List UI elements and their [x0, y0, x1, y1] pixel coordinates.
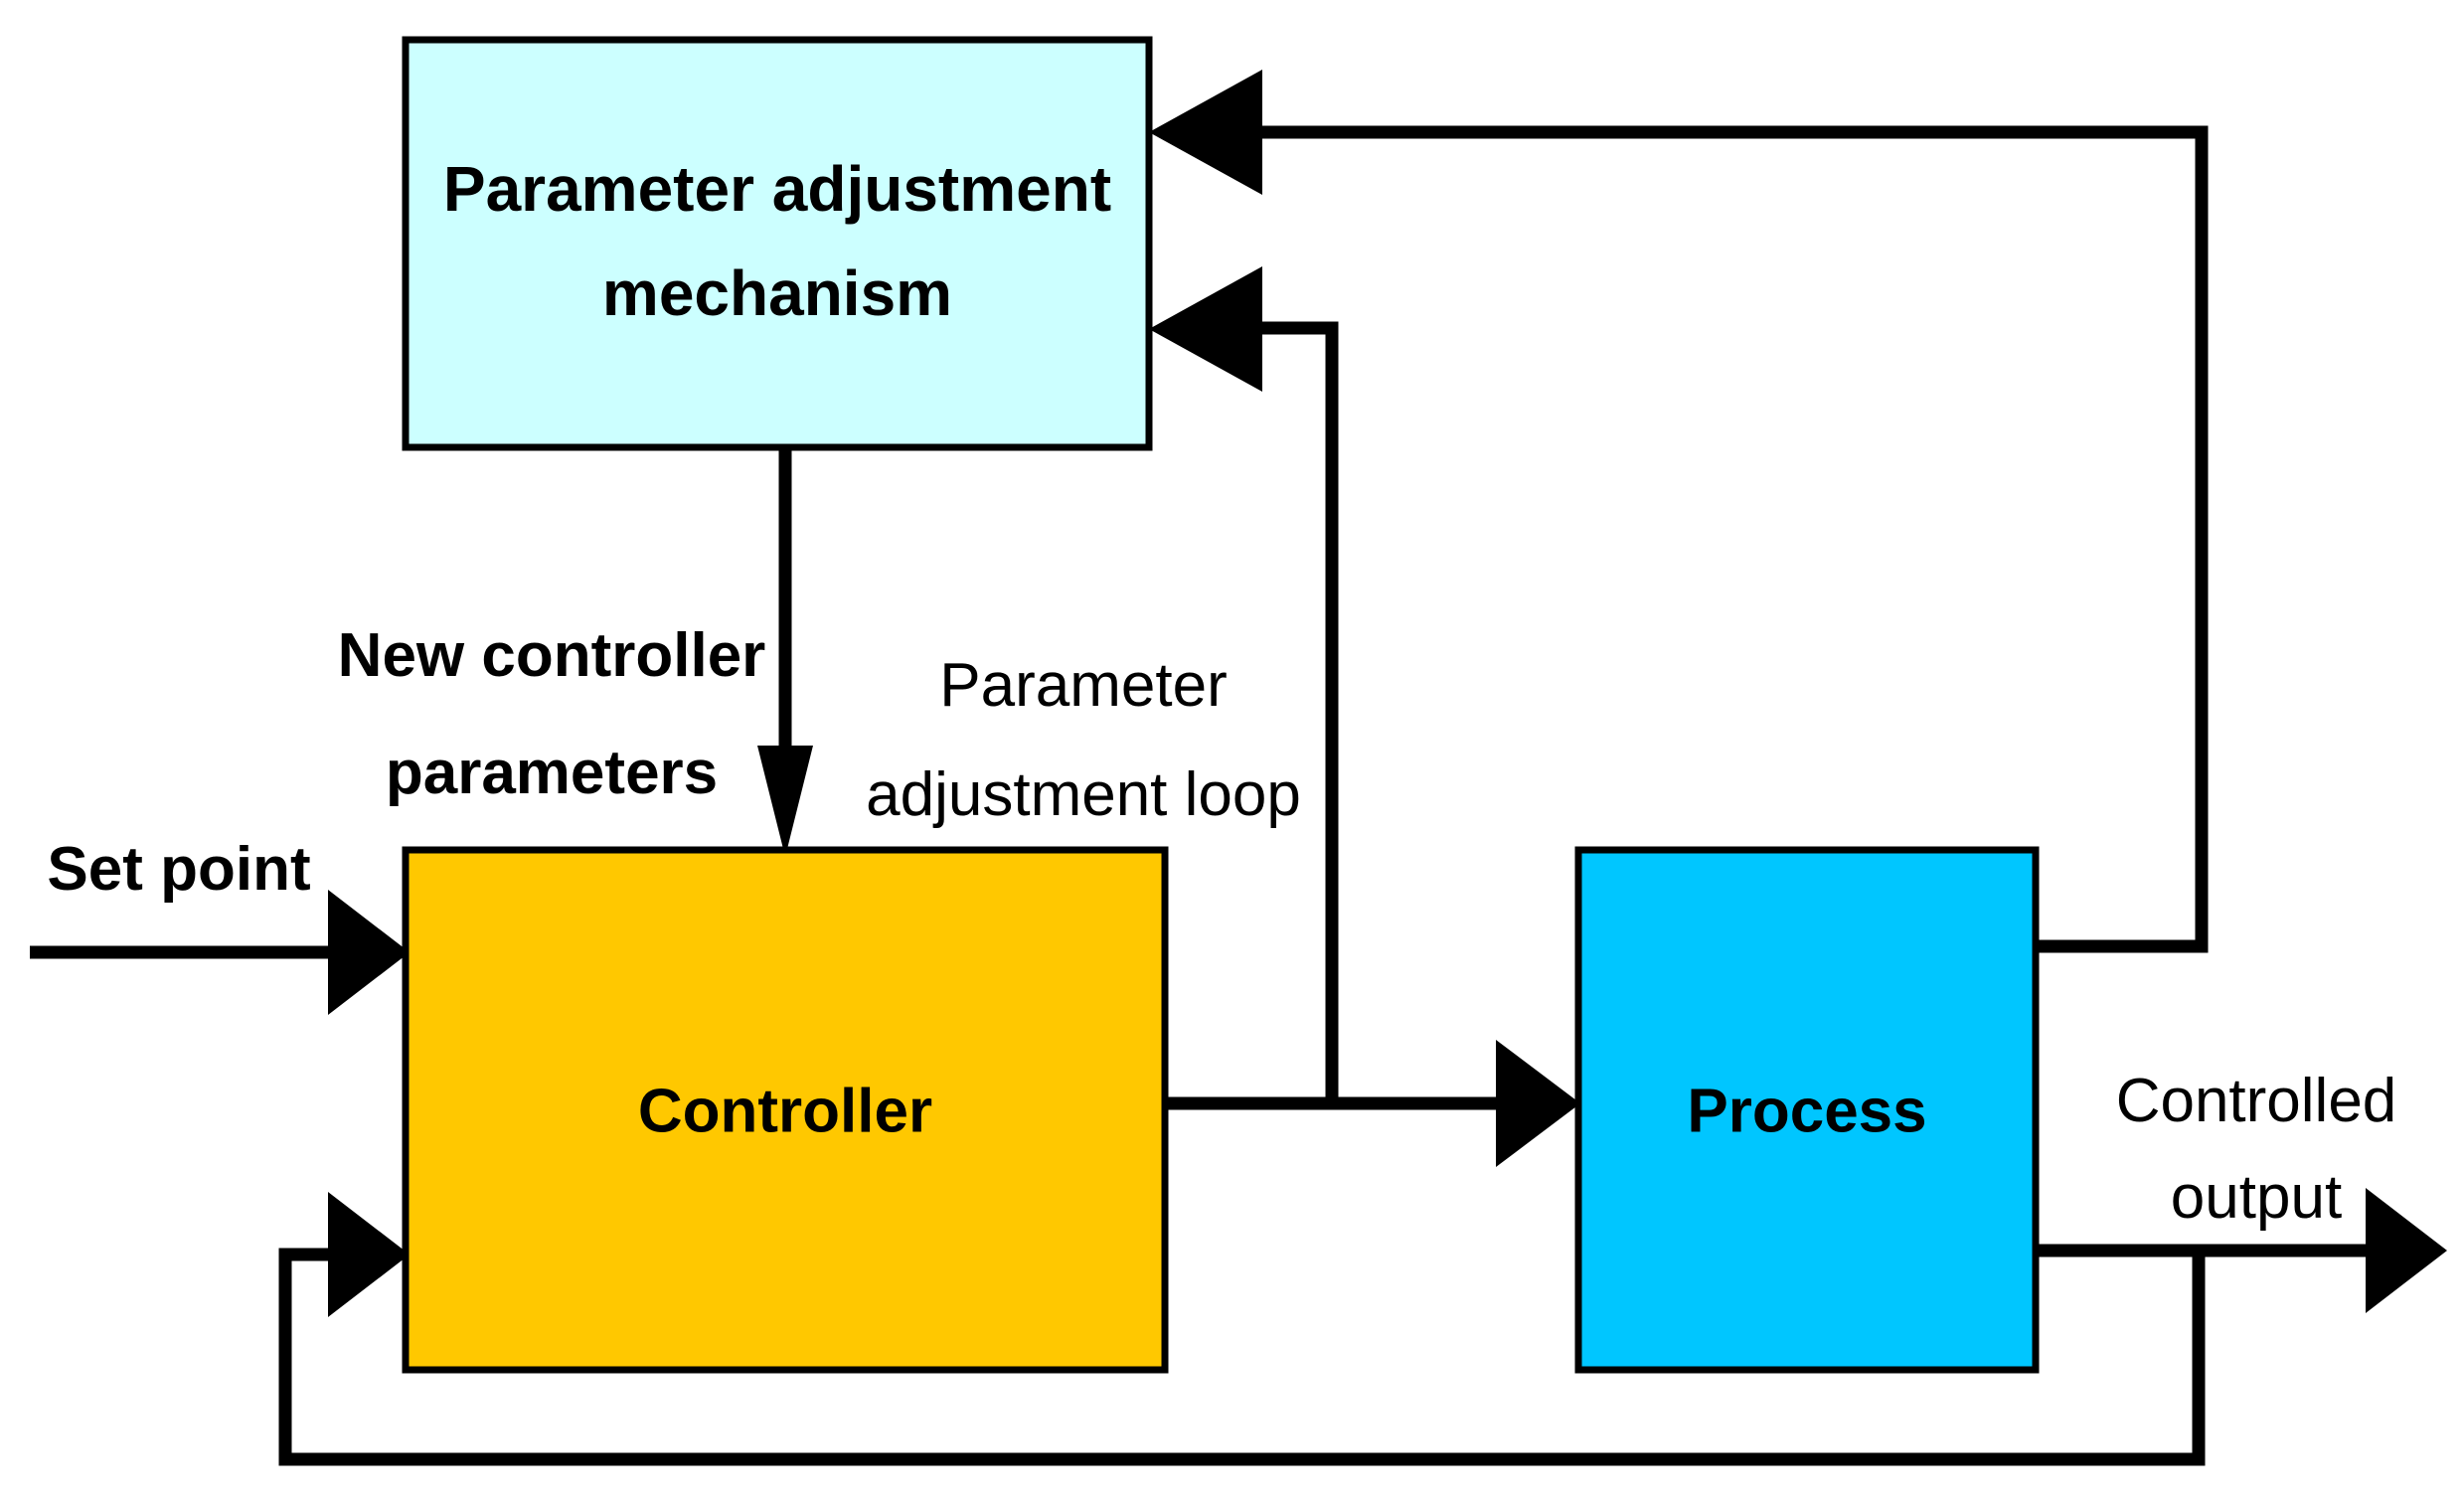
- connector-set-point-to-controller: [30, 890, 410, 1015]
- controlled-output-label-line1: Controlled: [2116, 1067, 2397, 1135]
- connector-process-output-to-mechanism: [1149, 70, 2209, 953]
- parameter-adjustment-loop-label-line2: adjustment loop: [866, 760, 1301, 829]
- set-point-label: Set point: [47, 835, 310, 904]
- controller-label: Controller: [638, 1077, 932, 1145]
- label-new-controller-parameters: New controller parameters: [338, 621, 766, 807]
- new-controller-parameters-label-line2: parameters: [386, 739, 718, 807]
- block-parameter-adjustment-mechanism[interactable]: Parameter adjustment mechanism: [402, 36, 1153, 451]
- block-process[interactable]: Process: [1574, 846, 2040, 1374]
- connector-process-output-to-controller-feedback: [278, 1192, 2206, 1466]
- controlled-output-label-line2: output: [2171, 1163, 2342, 1232]
- connector-controller-to-process: [1161, 1040, 1580, 1167]
- process-label: Process: [1687, 1077, 1926, 1145]
- parameter-adjustment-loop-label-line1: Parameter: [939, 651, 1227, 720]
- block-controller[interactable]: Controller: [402, 846, 1169, 1374]
- parameter-adjustment-mechanism-label-line1: Parameter adjustment: [443, 153, 1111, 225]
- label-set-point: Set point: [47, 835, 310, 904]
- parameter-adjustment-mechanism-label-line2: mechanism: [602, 257, 952, 329]
- connector-mechanism-to-controller: [757, 445, 813, 857]
- parameter-adjustment-mechanism-rect[interactable]: [402, 36, 1153, 451]
- new-controller-parameters-label-line1: New controller: [338, 621, 766, 690]
- controller-rect[interactable]: [402, 846, 1169, 1374]
- process-rect[interactable]: [1574, 846, 2040, 1374]
- connector-controller-output-to-mechanism: [1149, 266, 1339, 1106]
- label-controlled-output: Controlled output: [2116, 1067, 2397, 1232]
- label-parameter-adjustment-loop: Parameter adjustment loop: [866, 651, 1301, 829]
